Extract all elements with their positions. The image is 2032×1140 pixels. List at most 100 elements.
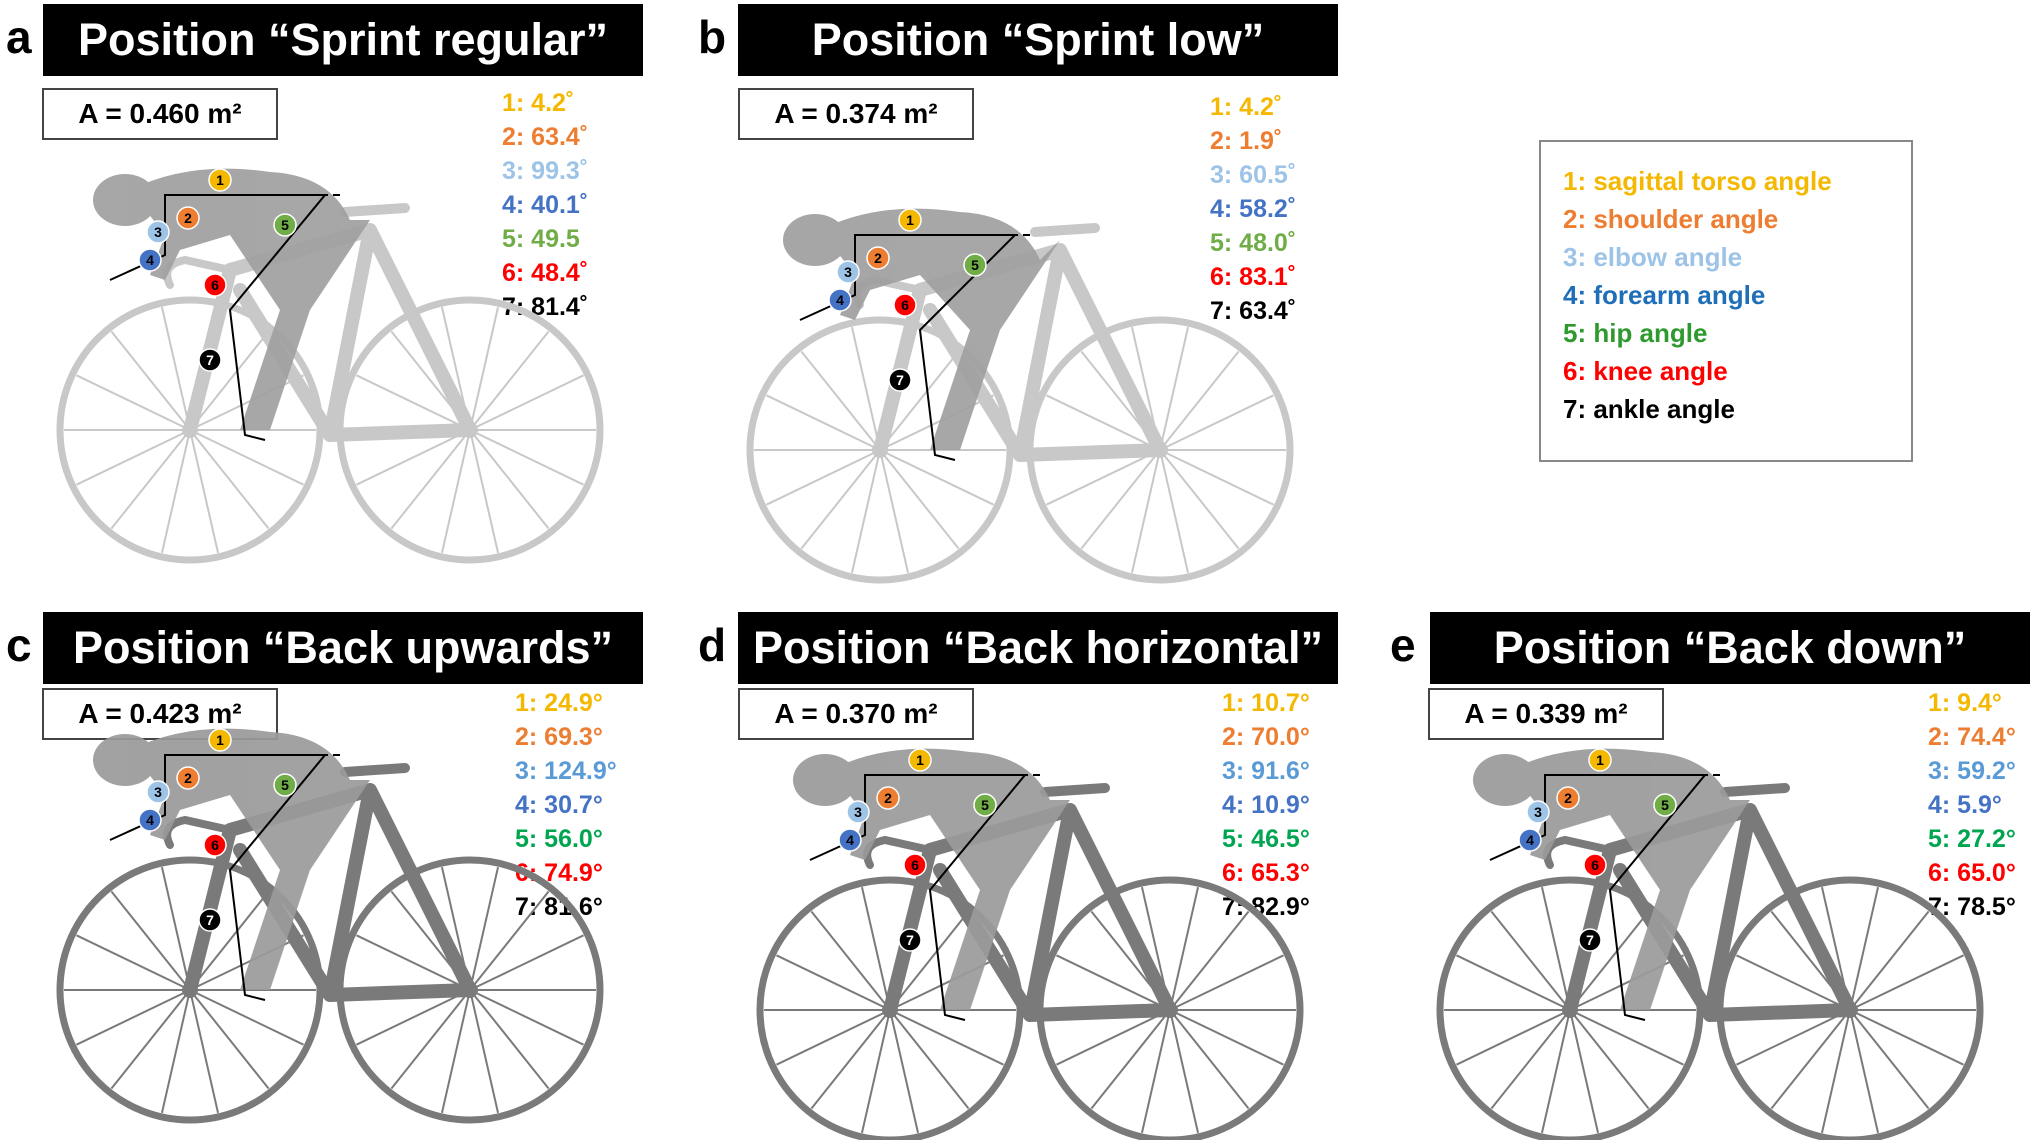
wheel-spoke [356,429,471,486]
wheel-spoke [1130,449,1161,574]
joint-marker-2: 2 [176,206,200,230]
panel-label: c [6,619,32,671]
joint-marker-label: 3 [844,264,852,280]
angle-value-5: 5: 48.0˚ [1210,229,1297,257]
joint-marker-7: 7 [888,368,912,392]
angle-value-1: 1: 4.2˚ [1210,93,1283,121]
joint-marker-label: 3 [154,784,162,800]
joint-marker-6: 6 [1583,853,1607,877]
joint-marker-label: 7 [206,912,214,928]
panel-label: a [6,11,32,63]
wheel-spoke [1090,1009,1171,1110]
angle-value-2: 2: 74.4° [1928,723,2016,751]
joint-marker-label: 7 [896,372,904,388]
joint-marker-dot [1518,828,1542,852]
wheel-spoke [1159,449,1190,574]
angle-value-4: 4: 10.9° [1222,791,1310,819]
joint-marker-label: 1 [906,212,914,228]
joint-marker-dot [208,168,232,192]
rider-body [1510,748,1750,1010]
angle-value-2: 2: 70.0° [1222,723,1310,751]
joint-marker-4: 4 [1518,828,1542,852]
wheel-spoke [1169,1009,1200,1134]
angle-value-6: 6: 48.4˚ [502,259,589,287]
bike-frame [183,223,477,442]
wheel-spoke [1159,449,1240,550]
bike-frame [183,783,477,1002]
wheel-spoke [469,429,550,530]
angle-value-3: 3: 59.2° [1928,757,2016,785]
angle-value-5: 5: 46.5° [1222,825,1310,853]
joint-marker-dot [1653,793,1677,817]
joint-marker-3: 3 [836,260,860,284]
joint-marker-label: 3 [854,804,862,820]
legend-item-6: 6: knee angle [1563,356,1728,386]
wheel-spoke [1046,394,1161,451]
angle-values: 1: 24.9° 2: 69.3° 3: 124.9° 4: 30.7° 5: … [515,686,617,924]
wheel-spoke [189,429,220,554]
wheel-spoke [1540,886,1571,1011]
wheel-spoke [1569,910,1650,1011]
wheel-spoke [110,330,191,431]
panel-title: Position “Back horizontal” [738,612,1338,684]
joint-marker-dot [973,793,997,817]
panel-title: Position “Back down” [1430,612,2030,684]
joint-marker-dot [1526,800,1550,824]
wheel-spoke [1849,886,1880,1011]
angle-value-1: 1: 4.2˚ [502,89,575,117]
panel-title: Position “Back upwards” [43,612,643,684]
joint-marker-dot [898,928,922,952]
wheel-spoke [390,989,471,1090]
wheel-spoke [879,350,960,451]
wheel-spoke [76,934,191,991]
joint-marker-label: 1 [1596,752,1604,768]
wheel-spoke [440,429,471,554]
joint-marker-label: 6 [911,857,919,873]
angle-value-2: 2: 1.9˚ [1210,127,1283,155]
wheel-spoke [766,394,881,451]
joint-marker-3: 3 [146,780,170,804]
wheel-spoke [889,1009,1004,1066]
wheel-spoke [766,449,881,506]
joint-marker-2: 2 [176,766,200,790]
joint-marker-label: 5 [281,217,289,233]
angle-value-4: 4: 58.2˚ [1210,195,1297,223]
wheel-spoke [1490,910,1571,1011]
wheel-spoke [776,954,891,1011]
wheel-spoke [879,449,994,506]
wheel-spoke [889,910,970,1011]
joint-marker-dot [1588,748,1612,772]
joint-marker-dot [176,766,200,790]
bike-saddle [1030,223,1100,237]
joint-marker-label: 5 [971,257,979,273]
joint-marker-2: 2 [866,246,890,270]
bike-saddle [340,763,410,777]
joint-marker-dot [908,748,932,772]
legend-item-3: 3: elbow angle [1563,242,1743,272]
joint-marker-label: 4 [146,252,154,268]
angle-value-4: 4: 5.9° [1928,791,2002,819]
joint-marker-label: 2 [1564,790,1572,806]
joint-marker-dot [893,293,917,317]
joint-marker-dot [846,800,870,824]
wheel-spoke [1169,886,1200,1011]
wheel-spoke [189,989,270,1090]
wheel-spoke [1849,910,1930,1011]
frontal-area-box: A = 0.460 m² [42,88,278,140]
joint-marker-label: 4 [846,832,854,848]
joint-marker-label: 6 [211,277,219,293]
wheel-spoke [860,1009,891,1134]
joint-marker-dot [876,786,900,810]
joint-marker-1: 1 [898,208,922,232]
wheel-spoke [1849,1009,1930,1110]
joint-marker-dot [828,288,852,312]
joint-marker-label: 1 [216,172,224,188]
angle-values: 1: 4.2˚ 2: 1.9˚ 3: 60.5˚ 4: 58.2˚ 5: 48.… [1210,90,1296,328]
joint-marker-label: 2 [874,250,882,266]
wheel-spoke [469,890,550,991]
frontal-area-box: A = 0.339 m² [1428,688,1664,740]
joint-marker-label: 2 [184,210,192,226]
wheel-spoke [390,429,471,530]
